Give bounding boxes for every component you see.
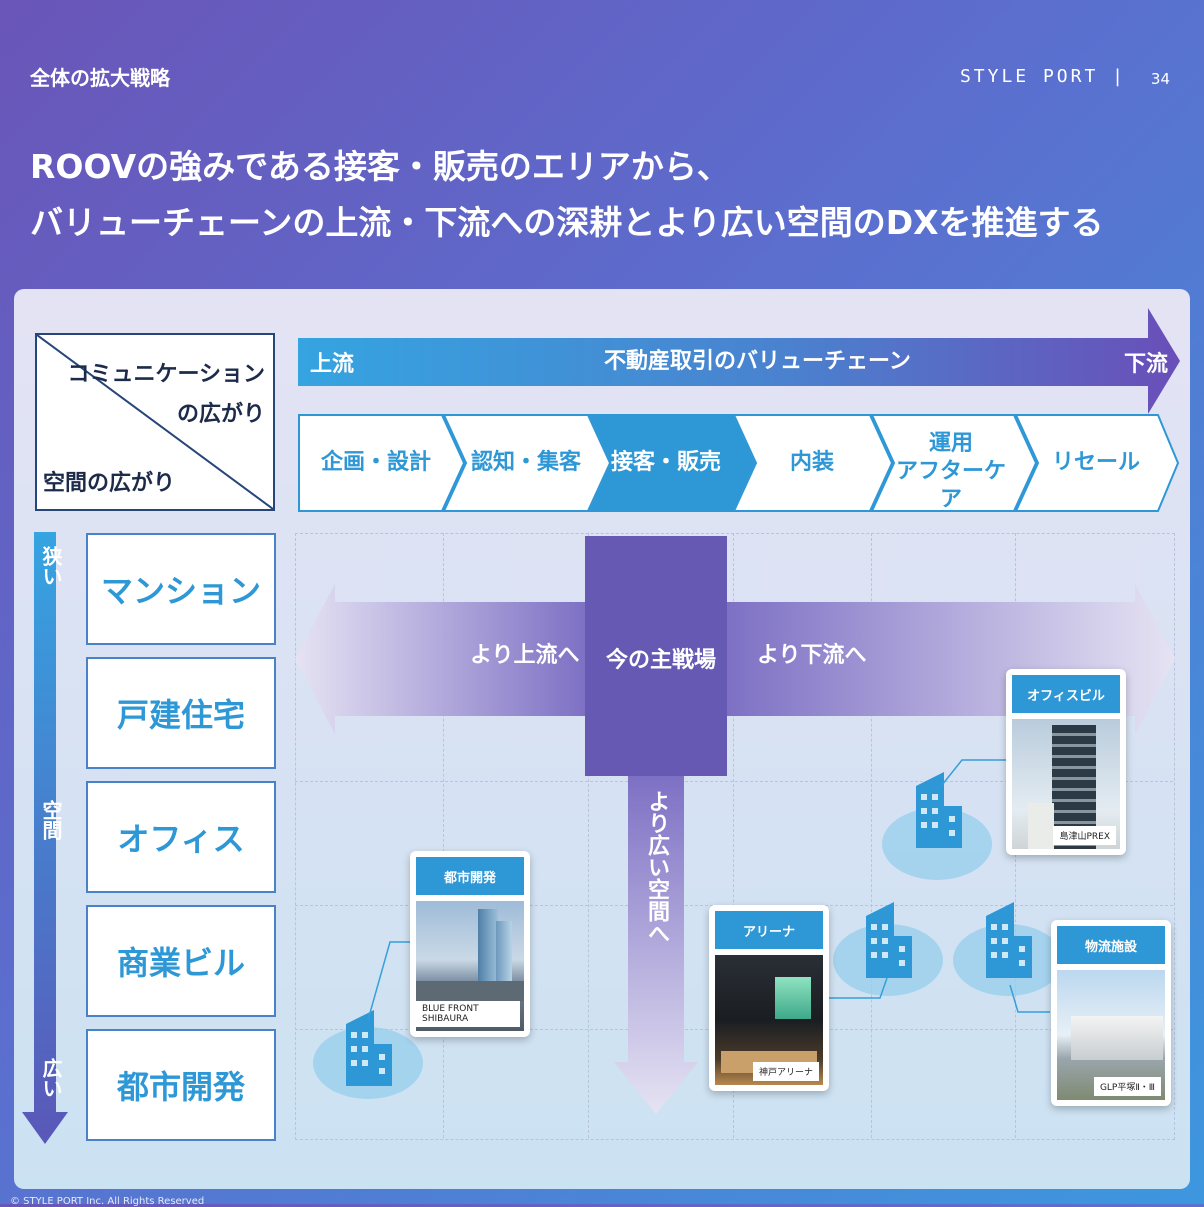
space-axis-arrow — [22, 532, 68, 1144]
arena-photo: 神戸アリーナ — [715, 955, 823, 1085]
step-resale: リセール — [1051, 450, 1140, 475]
building-icon — [916, 772, 962, 848]
row-commercial-building: 商業ビル — [86, 905, 276, 1017]
axis-narrow-label: 狭い — [39, 546, 63, 586]
row-detached-house: 戸建住宅 — [86, 657, 276, 769]
corner-diagonal — [37, 335, 273, 509]
communication-axis-label: コミュニケーション の広がり — [67, 362, 265, 427]
step-sales: 接客・販売 — [610, 450, 721, 475]
headline-line-1: ROOVの強みである接客・販売のエリアから、 — [30, 147, 730, 186]
value-chain-arrow — [298, 308, 1180, 414]
photo-caption: 神戸アリーナ — [752, 1062, 819, 1081]
headline-line-2: バリューチェーンの上流・下流への深耕とより広い空間のDXを推進する — [30, 203, 1104, 242]
card-arena: アリーナ 神戸アリーナ — [709, 905, 829, 1091]
step-operation: 運用 アフターケア — [895, 431, 1006, 512]
wider-space-label: より広い空間へ — [644, 790, 669, 944]
row-mansion: マンション — [86, 533, 276, 645]
current-battlefield-box — [585, 536, 727, 776]
wider-space-arrow — [614, 776, 698, 1114]
photo-caption: 島津山PREX — [1053, 826, 1116, 845]
section-tag: 全体の拡大戦略 — [30, 66, 170, 90]
logistics-facility-photo: GLP平塚Ⅱ・Ⅲ — [1057, 970, 1165, 1100]
grid-col-line — [443, 533, 444, 1138]
matrix-grid — [295, 533, 1175, 1140]
photo-caption: GLP平塚Ⅱ・Ⅲ — [1093, 1077, 1161, 1096]
card-title: 物流施設 — [1057, 926, 1165, 964]
copyright: © STYLE PORT Inc. All Rights Reserved — [10, 1196, 205, 1207]
axis-wide-label: 広い — [39, 1058, 63, 1098]
axis-corner-box: コミュニケーション の広がり 空間の広がり — [35, 333, 275, 511]
step-interior: 内装 — [789, 450, 834, 475]
page-number: 34 — [1150, 70, 1170, 88]
row-office: オフィス — [86, 781, 276, 893]
urban-development-photo: BLUE FRONT SHIBAURA — [416, 901, 524, 1031]
building-icon — [346, 1010, 392, 1086]
axis-space-label: 空間 — [39, 800, 63, 840]
space-axis-label: 空間の広がり — [43, 471, 176, 496]
step-planning-design: 企画・設計 — [320, 450, 431, 475]
grid-col-line — [588, 533, 589, 1138]
office-building-photo: 島津山PREX — [1012, 719, 1120, 849]
building-icon — [986, 902, 1032, 978]
row-urban-development: 都市開発 — [86, 1029, 276, 1141]
building-icon — [866, 902, 912, 978]
grid-col-line — [871, 533, 872, 1138]
card-title: アリーナ — [715, 911, 823, 949]
card-title: オフィスビル — [1012, 675, 1120, 713]
more-downstream-label: より下流へ — [757, 643, 867, 668]
upstream-label: 上流 — [310, 352, 355, 377]
value-chain-steps — [298, 414, 1180, 512]
downstream-label: 下流 — [1124, 352, 1169, 377]
grid-col-line — [733, 533, 734, 1138]
step-awareness: 認知・集客 — [470, 450, 581, 475]
value-chain-title: 不動産取引のバリューチェーン — [604, 349, 911, 374]
current-battlefield-label: 今の主戦場 — [606, 648, 717, 673]
more-upstream-label: より上流へ — [470, 643, 580, 668]
photo-caption: BLUE FRONT SHIBAURA — [416, 1001, 520, 1027]
grid-row-line — [295, 781, 1173, 782]
card-urban-development: 都市開発 BLUE FRONT SHIBAURA — [410, 851, 530, 1037]
brand-logo: STYLE PORT | — [959, 66, 1126, 87]
card-logistics-facility: 物流施設 GLP平塚Ⅱ・Ⅲ — [1051, 920, 1171, 1106]
card-title: 都市開発 — [416, 857, 524, 895]
card-office-building: オフィスビル 島津山PREX — [1006, 669, 1126, 855]
